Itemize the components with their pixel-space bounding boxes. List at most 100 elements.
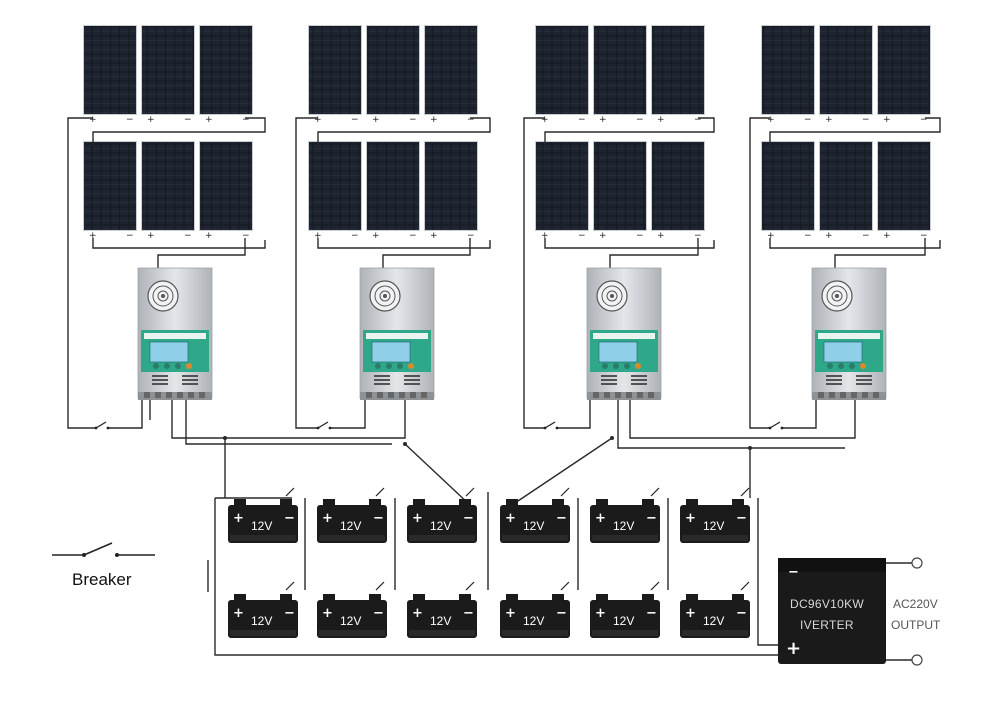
panel-minus-terminal: − xyxy=(804,115,812,125)
breaker-switch-icon xyxy=(375,487,385,497)
battery-plus-terminal: + xyxy=(233,606,244,621)
battery-minus-terminal: − xyxy=(373,511,384,526)
panel-plus-terminal: + xyxy=(767,231,775,241)
battery-voltage-label: 12V xyxy=(340,614,361,628)
breaker-label: Breaker xyxy=(72,570,132,589)
inverter-model-line1: DC96V10KW xyxy=(790,597,864,611)
breaker-switch-icon xyxy=(740,487,750,497)
panel-plus-terminal: + xyxy=(657,115,665,125)
battery-plus-terminal: + xyxy=(322,511,333,526)
breaker-switch-icon xyxy=(543,421,559,430)
breaker-switch-icon xyxy=(375,581,385,591)
solar-panel: +− xyxy=(199,141,253,241)
battery-plus-terminal: + xyxy=(322,606,333,621)
solar-panel: +− xyxy=(424,25,478,125)
inverter-minus-terminal: − xyxy=(788,565,799,580)
battery-voltage-label: 12V xyxy=(523,614,544,628)
breaker-switch-icon xyxy=(465,581,475,591)
panel-plus-terminal: + xyxy=(541,231,549,241)
solar-panel: +− xyxy=(141,25,195,125)
solar-panel: +− xyxy=(83,25,137,125)
panel-minus-terminal: − xyxy=(242,115,250,125)
battery-minus-terminal: − xyxy=(463,511,474,526)
panel-plus-terminal: + xyxy=(89,231,97,241)
battery-plus-terminal: + xyxy=(685,606,696,621)
breaker-switch-icon xyxy=(650,487,660,497)
solar-panel: +− xyxy=(141,141,195,241)
panel-plus-terminal: + xyxy=(430,115,438,125)
inverter: − DC96V10KW IVERTER + AC220V OUTPUT xyxy=(778,557,941,666)
panel-plus-terminal: + xyxy=(372,231,380,241)
panel-minus-terminal: − xyxy=(862,115,870,125)
solar-panel: +− xyxy=(877,141,931,241)
panel-minus-terminal: − xyxy=(351,115,359,125)
dc-bus-wiring xyxy=(149,398,856,656)
solar-panel: +− xyxy=(308,141,362,241)
solar-panel: +− xyxy=(366,141,420,241)
solar-panel: +− xyxy=(593,25,647,125)
panel-plus-terminal: + xyxy=(599,231,607,241)
battery-12v: +−12V xyxy=(680,594,750,638)
panel-plus-terminal: + xyxy=(825,115,833,125)
panel-minus-terminal: − xyxy=(126,115,134,125)
battery-12v: +−12V xyxy=(680,499,750,543)
battery-12v: +−12V xyxy=(228,499,298,543)
lcd-display-icon xyxy=(149,341,189,363)
panel-minus-terminal: − xyxy=(578,231,586,241)
panel-minus-terminal: − xyxy=(184,115,192,125)
panel-minus-terminal: − xyxy=(694,115,702,125)
panel-minus-terminal: − xyxy=(467,231,475,241)
panel-plus-terminal: + xyxy=(883,231,891,241)
solar-panel: +− xyxy=(819,141,873,241)
solar-panel: +− xyxy=(83,141,137,241)
breaker-legend: Breaker xyxy=(52,542,155,589)
panel-plus-terminal: + xyxy=(314,231,322,241)
panel-minus-terminal: − xyxy=(467,115,475,125)
mppt-charge-controller xyxy=(137,267,213,400)
solar-panel: +− xyxy=(199,25,253,125)
solar-panel: +− xyxy=(535,25,589,125)
panel-plus-terminal: + xyxy=(147,115,155,125)
breaker-switch-icon xyxy=(740,581,750,591)
battery-voltage-label: 12V xyxy=(430,519,451,533)
battery-voltage-label: 12V xyxy=(703,614,724,628)
inverter-plus-terminal: + xyxy=(786,638,801,659)
battery-plus-terminal: + xyxy=(505,511,516,526)
solar-panel: +− xyxy=(651,141,705,241)
line-breakers xyxy=(94,421,784,591)
ac-output-terminal-bottom xyxy=(911,654,923,666)
mppt-charge-controller xyxy=(811,267,887,400)
solar-panel: +− xyxy=(761,141,815,241)
battery-minus-terminal: − xyxy=(556,606,567,621)
breaker-symbol-icon xyxy=(83,542,113,556)
battery-plus-terminal: + xyxy=(595,606,606,621)
battery-12v: +−12V xyxy=(317,594,387,638)
battery-12v: +−12V xyxy=(500,499,570,543)
panel-plus-terminal: + xyxy=(825,231,833,241)
battery-voltage-label: 12V xyxy=(523,519,544,533)
battery-minus-terminal: − xyxy=(463,606,474,621)
battery-12v: +−12V xyxy=(317,499,387,543)
panel-minus-terminal: − xyxy=(636,231,644,241)
battery-12v: +−12V xyxy=(228,594,298,638)
panel-plus-terminal: + xyxy=(372,115,380,125)
lcd-display-icon xyxy=(598,341,638,363)
mppt-charge-controller xyxy=(359,267,435,400)
solar-panel: +− xyxy=(877,25,931,125)
panel-minus-terminal: − xyxy=(126,231,134,241)
breaker-switch-icon xyxy=(465,487,475,497)
breaker-switch-icon xyxy=(316,421,332,430)
breaker-switch-icon xyxy=(560,581,570,591)
battery-minus-terminal: − xyxy=(736,511,747,526)
ac-output-line2: OUTPUT xyxy=(891,618,941,632)
panel-plus-terminal: + xyxy=(767,115,775,125)
ac-output-line1: AC220V xyxy=(893,597,938,611)
battery-12v: +−12V xyxy=(407,594,477,638)
lcd-display-icon xyxy=(371,341,411,363)
ac-output-terminal-top xyxy=(911,557,923,569)
panel-plus-terminal: + xyxy=(314,115,322,125)
panel-minus-terminal: − xyxy=(409,115,417,125)
panel-minus-terminal: − xyxy=(694,231,702,241)
breaker-switch-icon xyxy=(650,581,660,591)
